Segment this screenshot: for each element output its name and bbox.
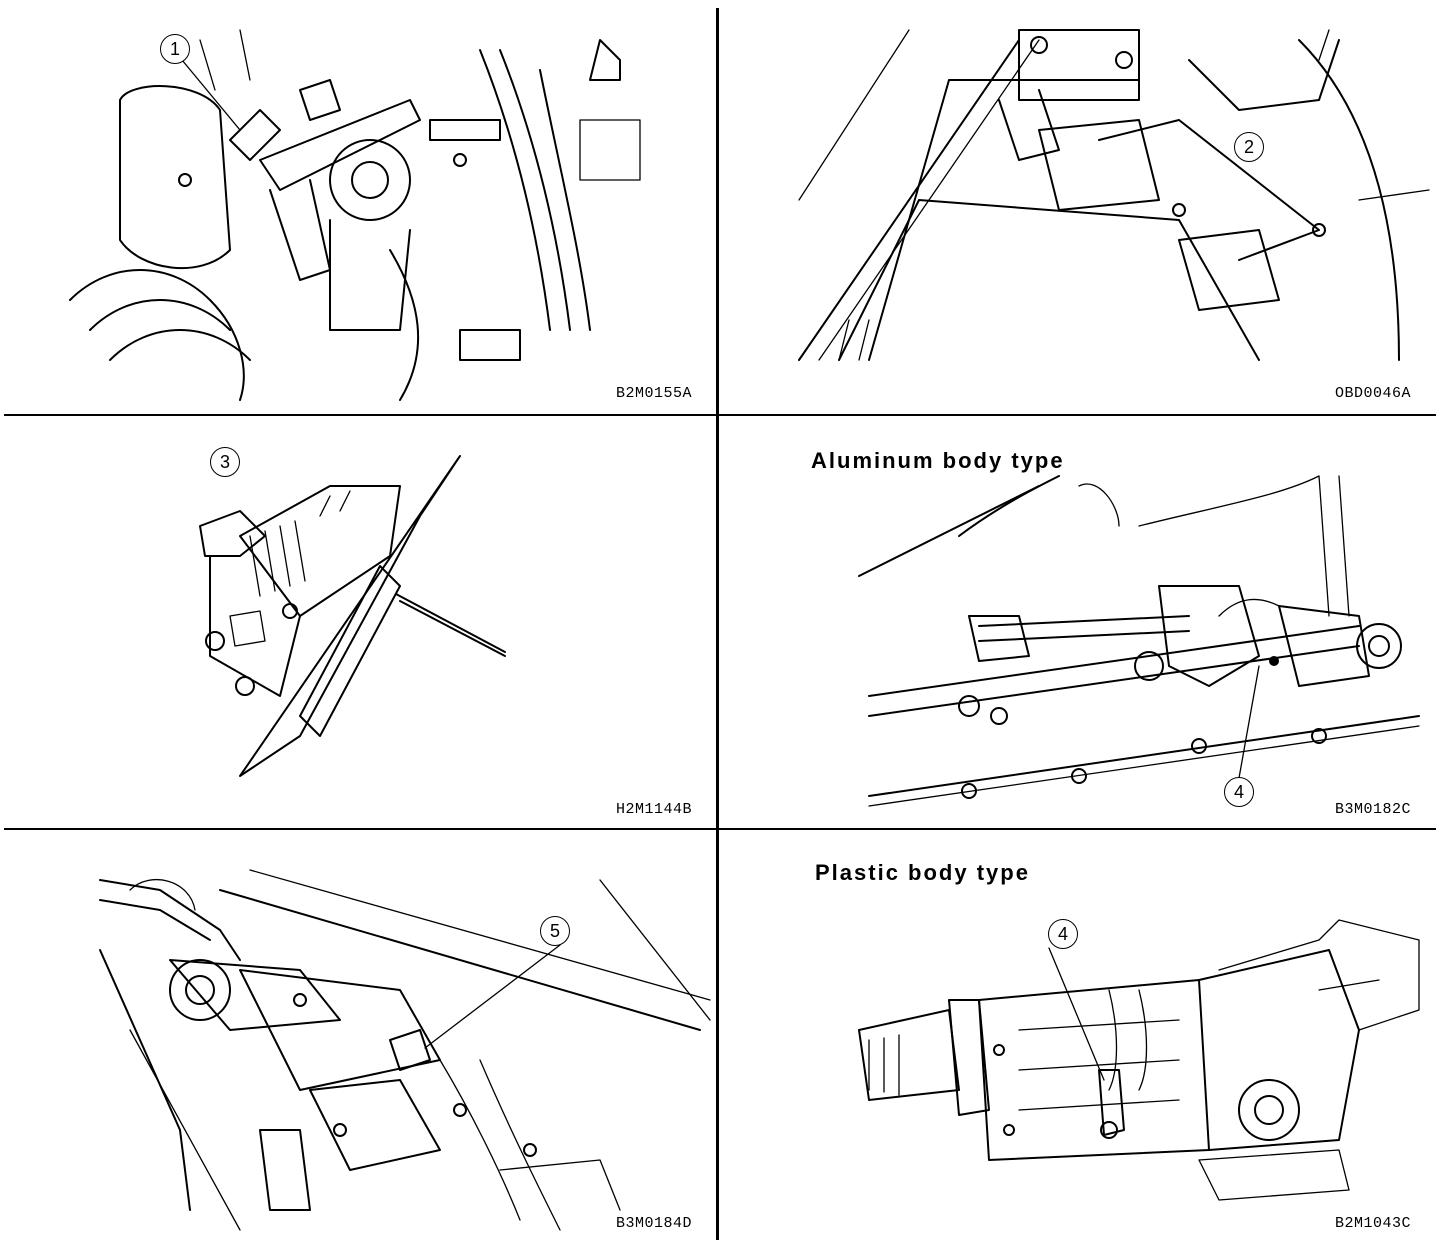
switch-illustration xyxy=(199,455,506,777)
callout-4-aluminum: 4 xyxy=(1224,777,1254,807)
aluminum-body-heading: Aluminum body type xyxy=(811,448,1065,473)
figure-code-6: B2M1043C xyxy=(1335,1215,1412,1232)
panel-6-plastic-body: Plastic body type 4 B2M1043C xyxy=(719,830,1440,1246)
callout-5: 5 xyxy=(540,916,570,946)
figure-code-5: B3M0184D xyxy=(616,1215,693,1232)
engine-bay-illustration xyxy=(69,29,641,401)
figure-code-1: B2M0155A xyxy=(616,385,693,402)
callout-2: 2 xyxy=(1234,132,1264,162)
center-divider xyxy=(716,8,719,1240)
callout-3: 3 xyxy=(210,447,240,477)
callout-1: 1 xyxy=(160,34,190,64)
panel-5-underside: 5 B3M0184D xyxy=(0,830,716,1246)
callout-4-plastic: 4 xyxy=(1048,919,1078,949)
transmission-illustration xyxy=(858,919,1420,1201)
underside-illustration xyxy=(99,869,711,1231)
figure-code-4: B3M0182C xyxy=(1335,801,1412,818)
panel-1-engine-bay: 1 B2M0155A xyxy=(0,0,716,414)
aluminum-body-illustration xyxy=(858,475,1420,807)
connector-illustration xyxy=(798,29,1430,361)
panel-2-connector: 2 OBD0046A xyxy=(719,0,1440,414)
plastic-body-heading: Plastic body type xyxy=(815,860,1030,885)
panel-3-switch: 3 H2M1144B xyxy=(0,416,716,828)
panel-4-aluminum-body: Aluminum body type xyxy=(719,416,1440,828)
figure-code-2: OBD0046A xyxy=(1335,385,1412,402)
row-divider-2 xyxy=(4,828,1436,830)
figure-code-3: H2M1144B xyxy=(616,801,693,818)
row-divider-1 xyxy=(4,414,1436,416)
